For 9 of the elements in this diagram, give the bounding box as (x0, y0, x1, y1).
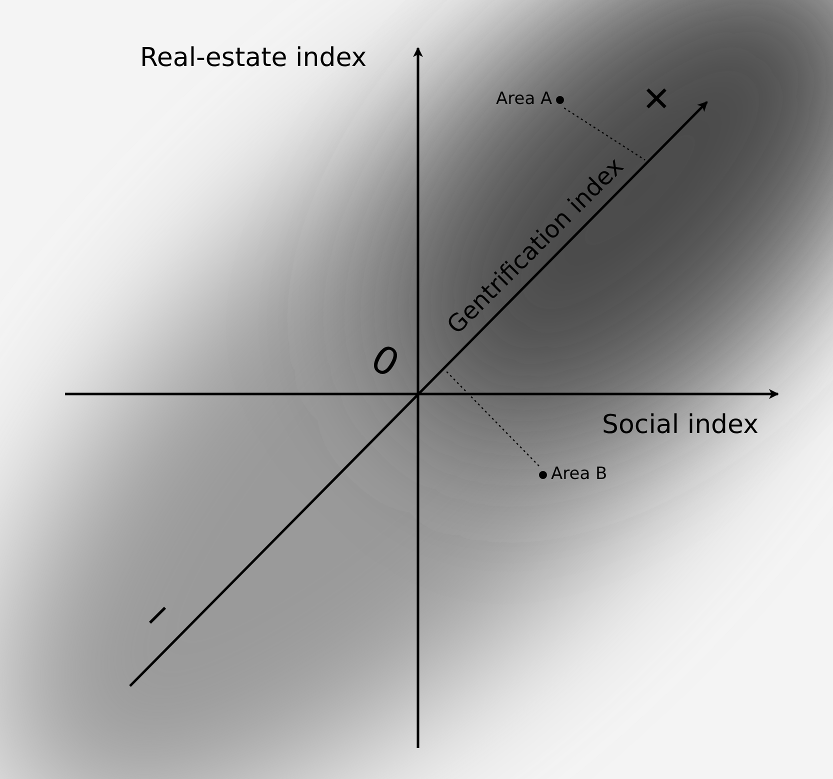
point-label: Area A (496, 91, 552, 108)
zero-sign: 0 (365, 338, 406, 384)
axis-label: Social index (602, 412, 758, 438)
axis-label: Real-estate index (140, 45, 367, 71)
point-label: Area B (551, 466, 608, 483)
minus-sign: − (135, 592, 180, 638)
projection-line (444, 370, 540, 466)
plus-sign: + (630, 72, 683, 124)
projection-line (564, 108, 646, 160)
